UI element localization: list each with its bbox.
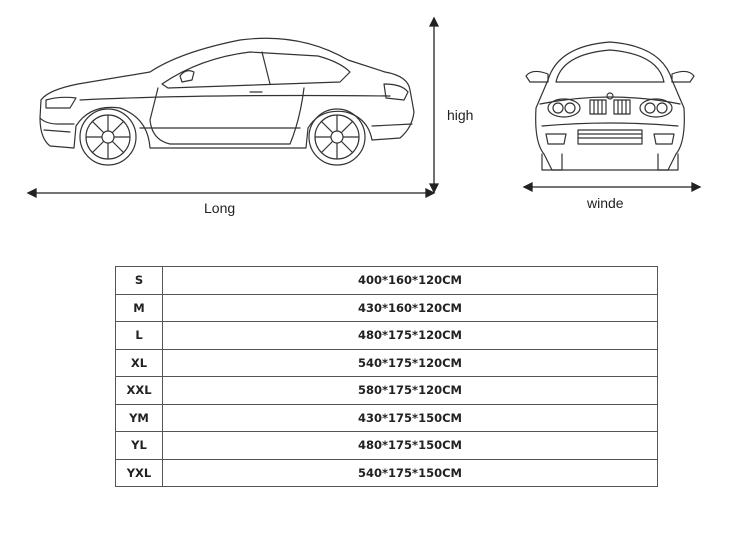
table-row: YL 480*175*150CM <box>115 431 658 460</box>
width-label: winde <box>587 195 624 211</box>
long-dimension-arrow <box>26 187 436 199</box>
car-side-window <box>161 51 351 89</box>
high-dimension-arrow <box>428 16 440 194</box>
size-table: S 400*160*120CM M 430*160*120CM L 480*17… <box>115 266 658 487</box>
car-front-windshield <box>555 49 665 83</box>
size-cell: S <box>115 266 163 295</box>
size-cell: L <box>115 321 163 350</box>
table-row: YXL 540*175*150CM <box>115 458 658 487</box>
dimensions-cell: 400*160*120CM <box>162 266 658 295</box>
table-row: XXL 580*175*120CM <box>115 376 658 405</box>
long-label: Long <box>204 200 236 216</box>
width-dimension-arrow <box>522 181 702 193</box>
dimensions-cell: 430*160*120CM <box>162 293 658 322</box>
size-cell: YL <box>115 431 163 460</box>
size-cell: M <box>115 293 163 322</box>
dimensions-cell: 480*175*120CM <box>162 321 658 350</box>
table-row: S 400*160*120CM <box>115 266 658 295</box>
car-front-right-mirror <box>671 70 695 83</box>
car-side-view <box>26 16 440 199</box>
car-side-front-wheel <box>79 108 137 166</box>
size-cell: YM <box>115 403 163 432</box>
car-side-body <box>39 37 415 149</box>
dimensions-cell: 430*175*150CM <box>162 403 658 432</box>
table-row: YM 430*175*150CM <box>115 403 658 432</box>
table-row: XL 540*175*120CM <box>115 348 658 377</box>
dimensions-cell: 480*175*150CM <box>162 431 658 460</box>
car-front-left-mirror <box>525 70 549 83</box>
size-cell: XXL <box>115 376 163 405</box>
car-side-rear-wheel <box>308 108 366 166</box>
car-front-grille <box>589 99 631 115</box>
table-row: L 480*175*120CM <box>115 321 658 350</box>
size-cell: YXL <box>115 458 163 487</box>
dimensions-cell: 580*175*120CM <box>162 376 658 405</box>
high-label: high <box>447 107 474 123</box>
table-row: M 430*160*120CM <box>115 293 658 322</box>
dimensions-cell: 540*175*120CM <box>162 348 658 377</box>
dimensions-cell: 540*175*150CM <box>162 458 658 487</box>
car-front-body <box>535 41 685 171</box>
car-front-view <box>522 41 702 193</box>
size-cell: XL <box>115 348 163 377</box>
